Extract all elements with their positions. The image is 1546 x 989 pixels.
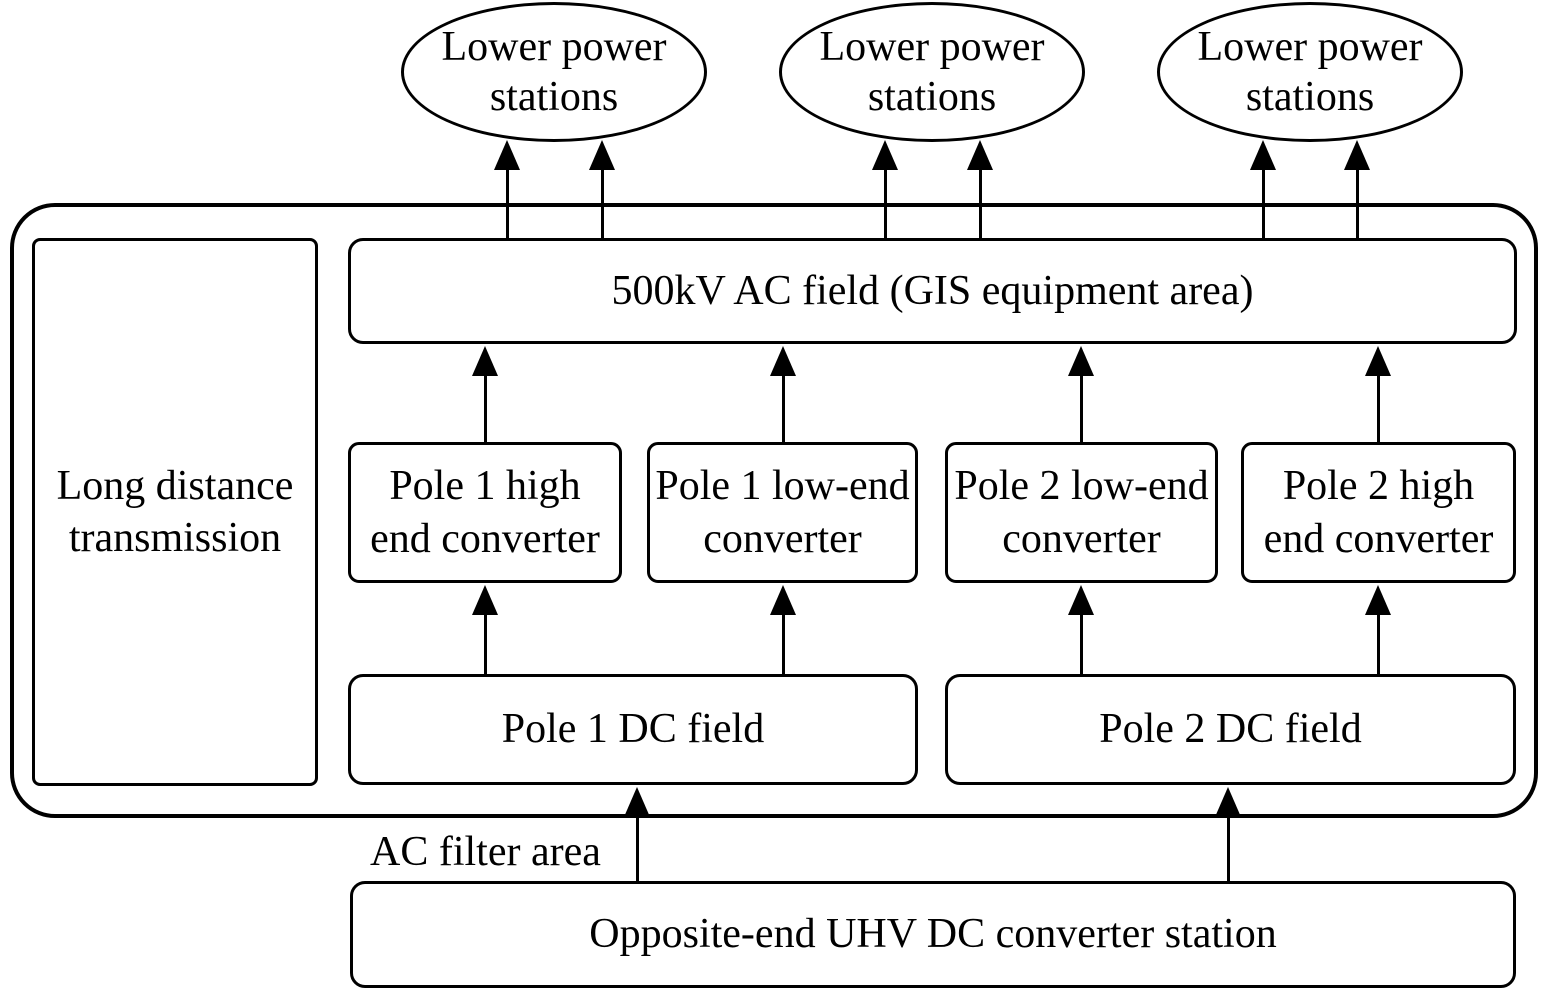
- arrow-shaft: [1079, 591, 1083, 674]
- ellipse-label-line: Lower power: [441, 23, 667, 70]
- arrow-shaft: [1226, 793, 1230, 882]
- arrowhead-up-icon: [494, 140, 520, 170]
- arrowhead-up-icon: [472, 585, 498, 615]
- box-label: Opposite-end UHV DC converter station: [589, 911, 1277, 958]
- arrow-shaft: [483, 591, 487, 674]
- arrowhead-up-icon: [472, 346, 498, 376]
- arrow-dc1-to-conv1: [472, 585, 498, 674]
- box-label-line: transmission: [68, 515, 282, 561]
- box-label-line: Pole 2 low-end: [954, 463, 1209, 509]
- arrowhead-up-icon: [624, 787, 650, 817]
- arrowhead-up-icon: [967, 140, 993, 170]
- arrow-conv1-to-acfield: [472, 346, 498, 444]
- ellipse-label-line: Lower power: [1197, 23, 1423, 70]
- box-pole2-high-end-converter: Pole 2 high end converter: [1241, 442, 1516, 583]
- arrow-shaft: [1261, 146, 1265, 240]
- arrow-conv2-to-acfield: [770, 346, 796, 444]
- arrowhead-up-icon: [1215, 787, 1241, 817]
- ellipse-lower-power-stations-2: Lower power stations: [779, 2, 1085, 142]
- arrowhead-up-icon: [872, 140, 898, 170]
- arrow-shaft: [600, 146, 604, 240]
- ellipse-label-line: stations: [489, 74, 619, 120]
- arrow-shaft: [635, 793, 639, 882]
- arrowhead-up-icon: [589, 140, 615, 170]
- arrow-shaft: [781, 591, 785, 674]
- arrow-shaft: [1079, 352, 1083, 444]
- arrow-shaft: [1355, 146, 1359, 240]
- box-label-line: Pole 2 high: [1282, 463, 1475, 509]
- arrowhead-up-icon: [1365, 346, 1391, 376]
- arrowhead-up-icon: [770, 585, 796, 615]
- arrow-shaft: [483, 352, 487, 444]
- arrow-bottom-to-dc1: [624, 787, 650, 882]
- box-label: Pole 1 DC field: [501, 706, 765, 753]
- box-pole1-dc-field: Pole 1 DC field: [348, 674, 918, 785]
- box-ac-field: 500kV AC field (GIS equipment area): [348, 238, 1517, 344]
- ellipse-lower-power-stations-1: Lower power stations: [401, 2, 707, 142]
- arrow-shaft: [883, 146, 887, 240]
- arrow-shaft: [781, 352, 785, 444]
- ellipse-label-line: stations: [1245, 74, 1375, 120]
- arrow-dc2-to-conv4: [1365, 585, 1391, 674]
- arrow-shaft: [978, 146, 982, 240]
- arrowhead-up-icon: [1068, 346, 1094, 376]
- arrowhead-up-icon: [1068, 585, 1094, 615]
- box-pole1-high-end-converter: Pole 1 high end converter: [348, 442, 622, 583]
- box-label: Pole 2 DC field: [1099, 706, 1362, 753]
- box-pole2-dc-field: Pole 2 DC field: [945, 674, 1516, 785]
- box-label-line: converter: [1002, 515, 1161, 562]
- arrow-shaft: [1376, 591, 1380, 674]
- arrow-bottom-to-dc2: [1215, 787, 1241, 882]
- arrow-acfield-to-stations1-right: [589, 140, 615, 240]
- arrow-shaft: [1376, 352, 1380, 444]
- box-label-line: Pole 1 high: [389, 463, 581, 509]
- ac-filter-area-label: AC filter area: [370, 829, 601, 875]
- arrow-acfield-to-stations2-left: [872, 140, 898, 240]
- box-label-line: end converter: [370, 515, 600, 562]
- box-pole2-low-end-converter: Pole 2 low-end converter: [945, 442, 1218, 583]
- box-pole1-low-end-converter: Pole 1 low-end converter: [647, 442, 918, 583]
- arrow-conv4-to-acfield: [1365, 346, 1391, 444]
- arrow-acfield-to-stations3-left: [1250, 140, 1276, 240]
- arrowhead-up-icon: [1365, 585, 1391, 615]
- arrow-dc1-to-conv2: [770, 585, 796, 674]
- box-long-distance-transmission: Long distance transmission: [32, 238, 318, 786]
- box-label-line: converter: [703, 515, 862, 562]
- box-label-line: Long distance: [56, 462, 294, 509]
- box-label-line: end converter: [1263, 515, 1494, 562]
- arrow-shaft: [505, 146, 509, 240]
- box-opposite-end-station: Opposite-end UHV DC converter station: [350, 881, 1516, 988]
- arrowhead-up-icon: [770, 346, 796, 376]
- arrow-acfield-to-stations1-left: [494, 140, 520, 240]
- arrow-acfield-to-stations3-right: [1344, 140, 1370, 240]
- arrow-dc2-to-conv3: [1068, 585, 1094, 674]
- box-label: 500kV AC field (GIS equipment area): [611, 267, 1254, 314]
- ellipse-label-line: Lower power: [819, 23, 1045, 70]
- box-label-line: Pole 1 low-end: [655, 463, 910, 509]
- ellipse-label-line: stations: [867, 74, 997, 120]
- arrowhead-up-icon: [1344, 140, 1370, 170]
- arrowhead-up-icon: [1250, 140, 1276, 170]
- arrow-conv3-to-acfield: [1068, 346, 1094, 444]
- ellipse-lower-power-stations-3: Lower power stations: [1157, 2, 1463, 142]
- arrow-acfield-to-stations2-right: [967, 140, 993, 240]
